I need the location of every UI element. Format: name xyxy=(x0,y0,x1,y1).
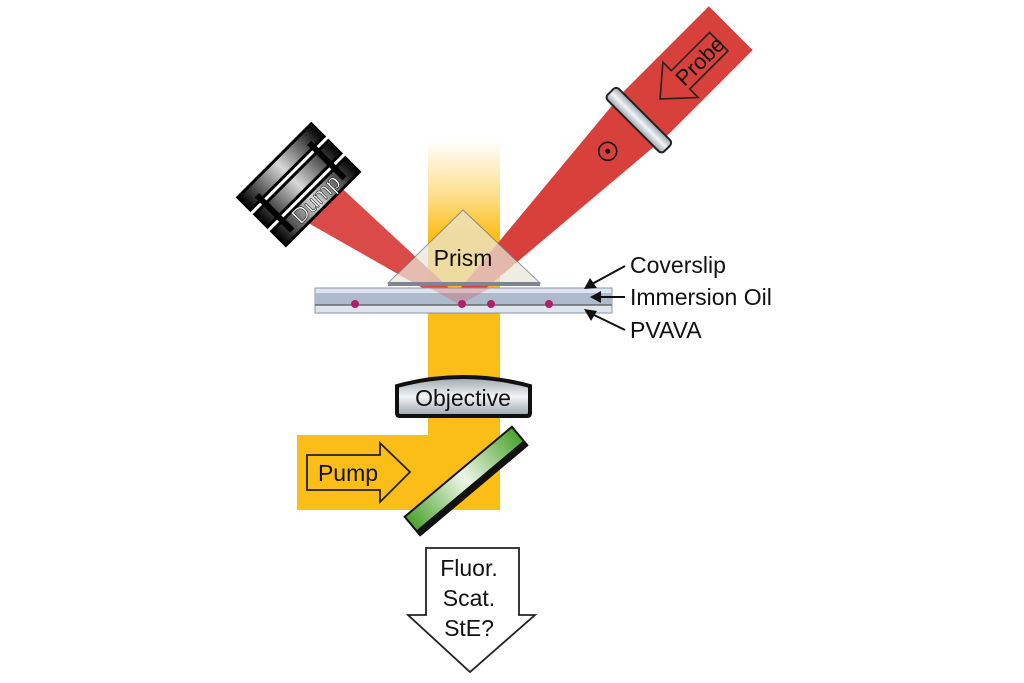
prism-label: Prism xyxy=(434,245,493,271)
dichroic-mirror-icon xyxy=(403,425,529,537)
pump-arrow: Pump xyxy=(306,440,412,505)
output-arrow: Fluor. Scat. StE? xyxy=(405,547,538,674)
lens-icon xyxy=(605,86,673,154)
probe-arrow xyxy=(659,31,730,100)
output-line-2: Scat. xyxy=(443,585,495,611)
prism: Prism xyxy=(386,209,542,286)
particles xyxy=(351,300,553,308)
objective-label: Objective xyxy=(415,385,511,411)
pvava-pointer xyxy=(591,313,626,331)
immersion-oil-label: Immersion Oil xyxy=(630,284,772,310)
circle-dot-icon xyxy=(597,141,618,162)
coverslip-pointer xyxy=(591,265,626,285)
probe-beam: Probe xyxy=(450,6,753,310)
output-line-1: Fluor. xyxy=(440,555,498,581)
sample-slide xyxy=(314,287,613,314)
beam-dump-icon: Dump xyxy=(235,121,362,248)
pvava-label: PVAVA xyxy=(630,317,702,343)
pump-label: Pump xyxy=(318,460,378,486)
coverslip-label: Coverslip xyxy=(630,252,726,278)
output-line-3: StE? xyxy=(444,615,494,641)
objective-lens: Objective xyxy=(395,375,532,418)
